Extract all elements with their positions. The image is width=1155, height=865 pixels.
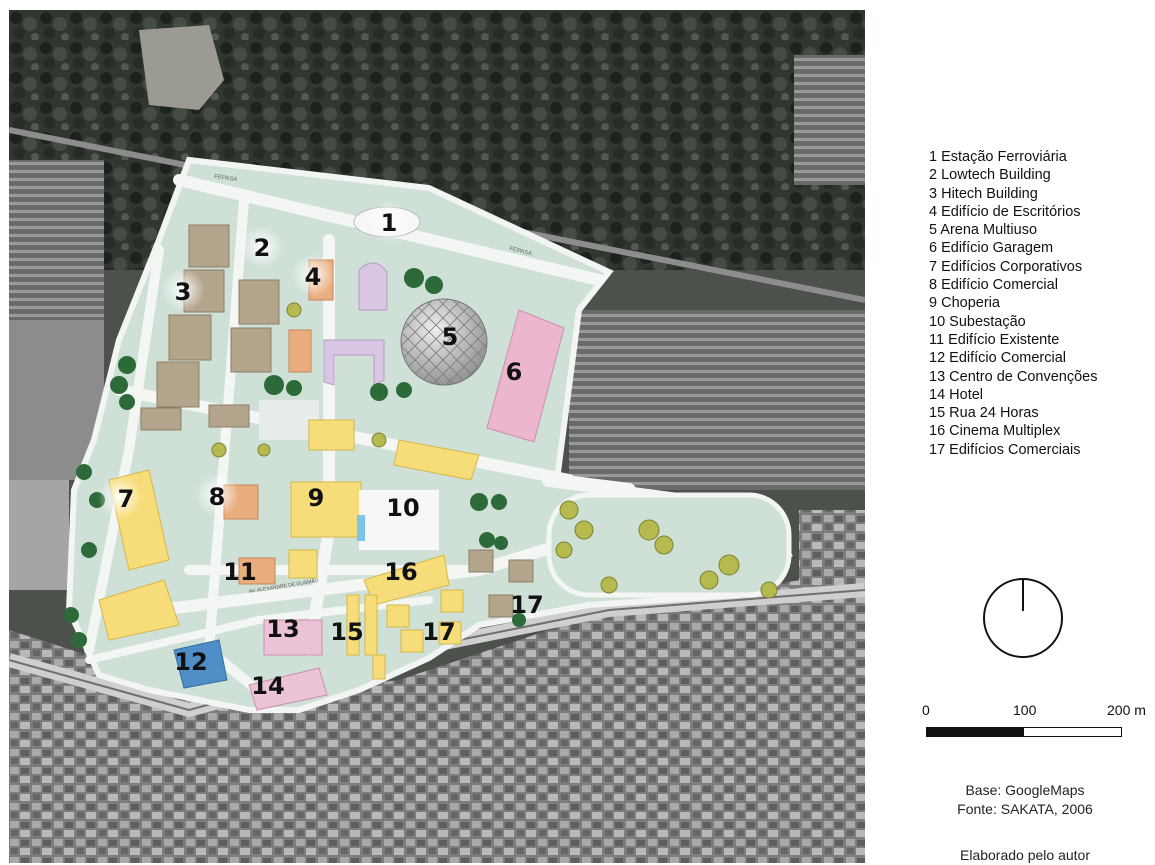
urban-right [799, 510, 865, 630]
map-label-14: 14 [251, 672, 284, 700]
warehouse-left [9, 160, 104, 320]
legend-item-1: 1 Estação Ferroviária [929, 149, 1067, 165]
map-label-16: 16 [384, 558, 417, 586]
map-label-6: 6 [506, 358, 523, 386]
substation-area [359, 490, 439, 550]
yellow-buildings [98, 419, 480, 680]
map-labels: 1 2 3 4 5 6 7 8 9 10 11 12 13 14 15 16 1… [118, 209, 544, 700]
arena-dome-grid [401, 299, 487, 385]
map-label-1: 1 [381, 209, 398, 237]
map-label-11: 11 [223, 558, 256, 586]
map-label-9: 9 [308, 484, 325, 512]
legend-item-16: 16 Cinema Multiplex [929, 423, 1061, 440]
legend-item-3: 3 Hitech Building [929, 185, 1038, 202]
legend-item-15: 15 Rua 24 Horas [929, 405, 1039, 422]
scale-bar [926, 727, 1122, 737]
substation-pool [357, 515, 365, 541]
credit-source: Fonte: SAKATA, 2006 [957, 801, 1093, 817]
scale-label-0: 0 [922, 702, 930, 718]
map-label-2: 2 [254, 234, 271, 262]
factory-shed [569, 310, 865, 490]
quarry-area [139, 25, 224, 110]
scale-label-200: 200 m [1107, 702, 1146, 718]
urban-fabric [9, 570, 865, 863]
legend-item-17: 17 Edifícios Comerciais [929, 441, 1081, 458]
road-label-fepasa-right: FEPASA [509, 246, 533, 257]
label-bubbles [98, 200, 411, 519]
warehouse-top-right [794, 55, 865, 185]
map-label-5: 5 [442, 323, 459, 351]
legend-item-10: 10 Subestação [929, 313, 1026, 330]
map-label-3: 3 [175, 278, 192, 306]
map-label-12: 12 [174, 648, 207, 676]
map-label-8: 8 [209, 483, 226, 511]
map-label-17a: 17 [422, 618, 455, 646]
legend-item-7: 7 Edifícios Corporativos [929, 258, 1083, 275]
legend: 1 Estação Ferroviária 2 Lowtech Building… [929, 148, 1097, 459]
legend-item-4: 4 Edifício de Escritórios [929, 203, 1081, 220]
aerial-site-map: 1 2 3 4 5 6 7 8 9 10 11 12 13 14 15 16 1… [9, 10, 865, 863]
legend-item-13: 13 Centro de Convenções [929, 368, 1098, 385]
credit-author: Elaborado pelo autor [960, 847, 1090, 863]
map-label-4: 4 [305, 263, 322, 291]
legend-item-9: 9 Choperia [929, 295, 1000, 312]
pink-buildings [248, 619, 328, 711]
legend-item-12: 12 Edifício Comercial [929, 350, 1066, 367]
map-label-13: 13 [266, 615, 299, 643]
legend-item-5: 5 Arena Multiuso [929, 222, 1038, 239]
trees [63, 268, 526, 648]
legend-item-14: 14 Hotel [929, 386, 984, 403]
credit-base: Base: GoogleMaps [965, 782, 1085, 798]
scale-bar-filled [927, 728, 1024, 736]
legend-item-8: 8 Edifício Comercial [929, 277, 1058, 294]
legend-item-6: 6 Edifício Garagem [929, 240, 1054, 257]
legend-item-11: 11 Edifício Existente [929, 331, 1060, 348]
scale-label-100: 100 [1013, 702, 1037, 718]
road-label-fepasa-left: FEPASA [214, 174, 238, 183]
map-label-17b: 17 [510, 591, 543, 619]
map-label-15: 15 [330, 618, 363, 646]
lilac-buildings [323, 262, 388, 386]
map-label-10: 10 [386, 494, 419, 522]
garage-building [486, 309, 565, 443]
commercial-blue [173, 639, 228, 689]
north-arrow-icon [983, 578, 1063, 658]
shrubs [211, 302, 778, 599]
warehouse-left-lower [9, 480, 69, 590]
map-label-7: 7 [118, 485, 135, 513]
legend-item-2: 2 Lowtech Building [929, 167, 1051, 184]
